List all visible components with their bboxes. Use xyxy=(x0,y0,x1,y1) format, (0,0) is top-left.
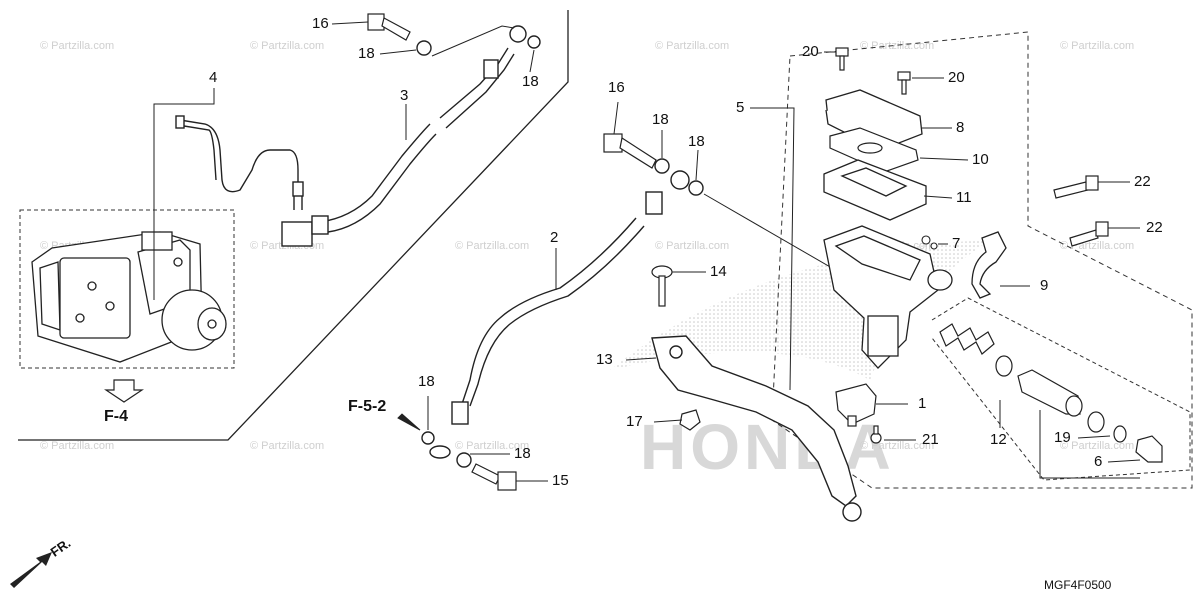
callout-22: 22 xyxy=(1134,173,1151,190)
pivot-nut-17 xyxy=(679,409,701,431)
bolt-16-upper xyxy=(367,13,411,41)
reservoir-diaphragm xyxy=(823,159,927,221)
callout-16: 16 xyxy=(608,79,625,96)
diagram-code: MGF4F0500 xyxy=(1044,578,1112,592)
brake-hose-lower xyxy=(429,170,690,459)
callout-5: 5 xyxy=(736,99,745,116)
secondary-cup xyxy=(1087,411,1105,433)
watermark: © Partzilla.com xyxy=(455,240,530,252)
leader-line xyxy=(613,101,619,135)
watermark: © Partzilla.com xyxy=(40,40,115,52)
callout-3: 3 xyxy=(400,87,409,104)
brake-light-switch xyxy=(835,383,877,427)
callout-15: 15 xyxy=(552,472,569,489)
reference-f4: F-4 xyxy=(104,408,128,425)
spring xyxy=(939,323,995,355)
watermark: © Partzilla.com xyxy=(1060,440,1135,452)
callout-18: 18 xyxy=(418,373,435,390)
callout-19: 19 xyxy=(1054,429,1071,446)
brake-pipe xyxy=(175,115,304,210)
f52-arrow xyxy=(397,413,421,431)
callout-8: 8 xyxy=(956,119,965,136)
watermark: © Partzilla.com xyxy=(40,440,115,452)
sealing-washer xyxy=(688,180,704,196)
callout-12: 12 xyxy=(990,431,1007,448)
master-cylinder-body xyxy=(823,225,953,369)
sealing-washer xyxy=(527,35,541,49)
leader-line xyxy=(431,25,515,57)
master-cylinder-group-box xyxy=(771,31,1193,489)
callout-18: 18 xyxy=(652,111,669,128)
callout-20: 20 xyxy=(802,43,819,60)
callout-18: 18 xyxy=(522,73,539,90)
master-cylinder-holder xyxy=(971,231,1007,299)
brake-lever xyxy=(651,335,862,522)
callout-14: 14 xyxy=(710,263,727,280)
piston-set-box xyxy=(931,297,1191,481)
region-boundary-left xyxy=(18,10,569,441)
callout-11: 11 xyxy=(956,189,972,206)
leader-line xyxy=(625,357,657,361)
leader-line xyxy=(653,419,683,423)
callout-9: 9 xyxy=(1040,277,1049,294)
callout-20: 20 xyxy=(948,69,965,86)
callout-18: 18 xyxy=(514,445,531,462)
leader-line xyxy=(923,195,953,199)
callout-21: 21 xyxy=(922,431,939,448)
front-arrow-icon xyxy=(10,552,52,588)
leader-line xyxy=(1039,410,1140,479)
watermark: © Partzilla.com xyxy=(455,440,530,452)
screw-7 xyxy=(921,235,938,250)
watermark: © Partzilla.com xyxy=(860,440,935,452)
bolt-22 xyxy=(1053,175,1109,247)
sealing-washer xyxy=(654,158,670,174)
watermark: © Partzilla.com xyxy=(655,40,730,52)
leader-line xyxy=(529,49,535,73)
watermark: © Partzilla.com xyxy=(655,240,730,252)
callout-17: 17 xyxy=(626,413,643,430)
bolt-15 xyxy=(471,463,517,491)
pivot-bolt-14 xyxy=(651,265,673,307)
piston xyxy=(1017,369,1083,417)
leader-line xyxy=(1077,435,1111,439)
leader-line xyxy=(331,21,369,25)
leader-line xyxy=(750,107,795,391)
sealing-washer xyxy=(416,40,432,56)
bolt-16-center xyxy=(603,133,657,169)
leader-line xyxy=(153,88,215,300)
circlip-19 xyxy=(1113,425,1127,443)
callout-6: 6 xyxy=(1094,453,1103,470)
watermark: © Partzilla.com xyxy=(250,440,325,452)
leader-line xyxy=(379,49,417,55)
callout-18: 18 xyxy=(688,133,705,150)
callout-2: 2 xyxy=(550,229,559,246)
callout-18: 18 xyxy=(358,45,375,62)
leader-line xyxy=(919,157,969,161)
callout-16: 16 xyxy=(312,15,329,32)
callout-4: 4 xyxy=(209,69,218,86)
watermark: © Partzilla.com xyxy=(250,40,325,52)
boot-6 xyxy=(1135,435,1163,463)
callout-13: 13 xyxy=(596,351,613,368)
leader-line xyxy=(695,149,699,181)
f4-down-arrow xyxy=(104,379,144,403)
leader-line xyxy=(1107,459,1141,463)
abs-modulator-unit xyxy=(31,231,227,363)
callout-7: 7 xyxy=(952,235,961,252)
sealing-washer xyxy=(421,431,435,445)
reservoir-plate xyxy=(829,127,919,173)
callout-1: 1 xyxy=(918,395,927,412)
screw-21 xyxy=(870,425,882,444)
primary-cup xyxy=(995,355,1013,377)
watermark: © Partzilla.com xyxy=(1060,40,1135,52)
brake-hose-upper xyxy=(281,25,527,247)
sealing-washer xyxy=(456,452,472,468)
callout-22: 22 xyxy=(1146,219,1163,236)
abs-reference-box xyxy=(19,209,235,369)
reference-f52: F-5-2 xyxy=(348,398,387,415)
callout-10: 10 xyxy=(972,151,989,168)
screw-20 xyxy=(835,47,911,95)
